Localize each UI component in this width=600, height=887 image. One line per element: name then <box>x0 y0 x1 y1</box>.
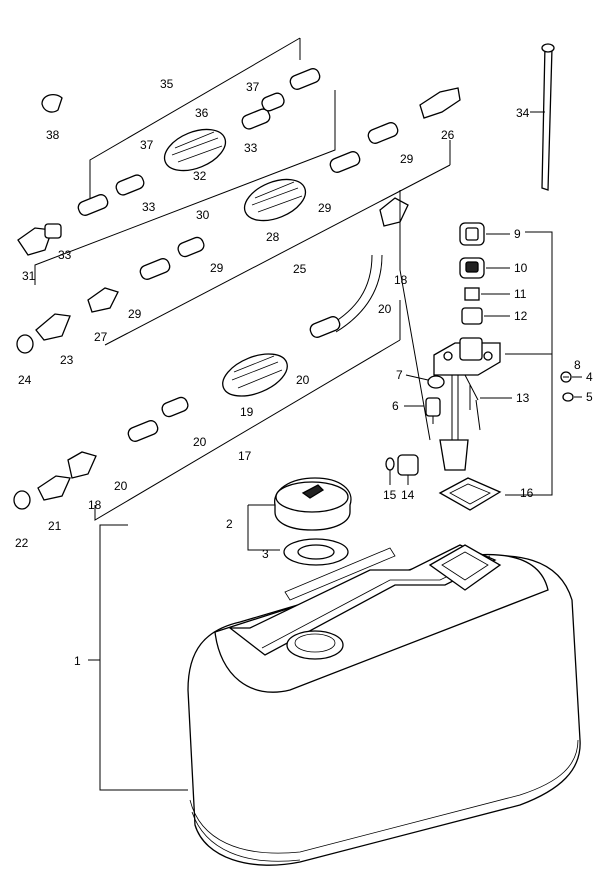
gauge-small-parts <box>385 222 574 511</box>
callout-38: 38 <box>46 128 60 142</box>
callout-29d: 29 <box>128 307 142 321</box>
callout-37a: 37 <box>246 80 260 94</box>
callout-37b: 37 <box>140 138 154 152</box>
callout-20a: 20 <box>378 302 392 316</box>
callout-18a: 18 <box>394 273 408 287</box>
callout-2: 2 <box>226 517 233 531</box>
fuel-gauge-assembly <box>433 337 501 471</box>
callout-28: 28 <box>266 230 280 244</box>
callout-17: 17 <box>238 449 252 463</box>
callout-12: 12 <box>514 309 528 323</box>
callout-14: 14 <box>401 488 415 502</box>
hose-assembly-middle <box>16 151 409 354</box>
callout-35: 35 <box>160 77 174 91</box>
callout-16: 16 <box>520 486 534 500</box>
callout-25: 25 <box>293 262 307 276</box>
hose-assembly-bottom <box>13 316 341 510</box>
fuel-tank <box>187 544 581 866</box>
callout-36: 36 <box>195 106 209 120</box>
callout-26: 26 <box>441 128 455 142</box>
callout-21: 21 <box>48 519 62 533</box>
callout-20d: 20 <box>114 479 128 493</box>
callout-20b: 20 <box>296 373 310 387</box>
callout-3: 3 <box>262 547 269 561</box>
callout-11: 11 <box>514 287 527 301</box>
callout-29b: 29 <box>318 201 332 215</box>
callout-15: 15 <box>383 488 397 502</box>
callout-5: 5 <box>586 390 593 404</box>
callout-33b: 33 <box>142 200 156 214</box>
callout-30: 30 <box>196 208 210 222</box>
callout-34: 34 <box>516 106 530 120</box>
callout-20c: 20 <box>193 435 207 449</box>
callout-29c: 29 <box>210 261 224 275</box>
callout-31: 31 <box>22 269 36 283</box>
callout-1: 1 <box>74 654 81 668</box>
callout-23: 23 <box>60 353 74 367</box>
callout-18b: 18 <box>88 498 102 512</box>
cap-gasket <box>283 538 349 566</box>
callout-labels: 1 2 3 4 5 6 7 8 9 10 11 12 13 14 15 16 1… <box>15 77 593 668</box>
callout-8: 8 <box>574 358 581 372</box>
hose-assembly-top <box>17 68 461 256</box>
callout-4: 4 <box>586 370 593 384</box>
callout-24: 24 <box>18 373 32 387</box>
callout-19: 19 <box>240 405 254 419</box>
callout-10: 10 <box>514 261 528 275</box>
callout-27: 27 <box>94 330 108 344</box>
callout-33c: 33 <box>58 248 72 262</box>
tie-strap <box>541 43 555 191</box>
callout-9: 9 <box>514 227 521 241</box>
callout-22: 22 <box>15 536 29 550</box>
callout-6: 6 <box>392 399 399 413</box>
leader-lines <box>34 37 582 791</box>
callout-33a: 33 <box>244 141 258 155</box>
fuel-cap <box>274 477 352 531</box>
callout-7: 7 <box>396 368 403 382</box>
callout-32: 32 <box>193 169 207 183</box>
callout-29a: 29 <box>400 152 414 166</box>
callout-13: 13 <box>516 391 530 405</box>
